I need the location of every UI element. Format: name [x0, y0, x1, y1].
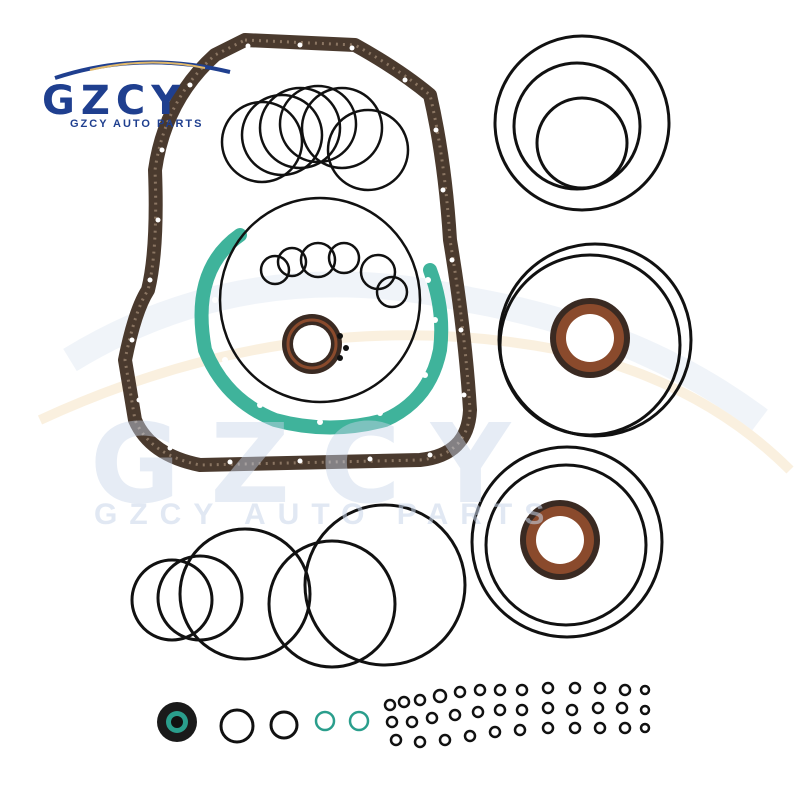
logo-tagline: GZCY AUTO PARTS	[70, 118, 204, 130]
small-orings-middle	[259, 241, 409, 309]
seal-rings-upper	[220, 84, 410, 192]
lower-orings	[130, 503, 467, 669]
tiny-orings	[383, 681, 651, 749]
bottom-orings	[219, 708, 299, 744]
right-orings-top	[493, 34, 671, 212]
watermark-wordmark: GZCY	[90, 400, 541, 528]
watermark-tagline: GZCY AUTO PARTS	[94, 498, 557, 531]
center-oil-seal	[282, 314, 349, 374]
right-orings-middle	[497, 242, 693, 438]
large-inner-oring	[218, 196, 422, 404]
pan-gasket	[118, 33, 477, 472]
right-oil-seal-upper	[550, 298, 630, 378]
green-orings	[314, 710, 370, 732]
small-seal	[157, 702, 197, 742]
side-gasket	[194, 228, 449, 435]
right-oil-seal-lower	[520, 500, 600, 580]
right-orings-lower	[470, 445, 664, 639]
logo-wordmark: GZCY	[42, 78, 187, 124]
logo-car-icon	[54, 60, 231, 80]
